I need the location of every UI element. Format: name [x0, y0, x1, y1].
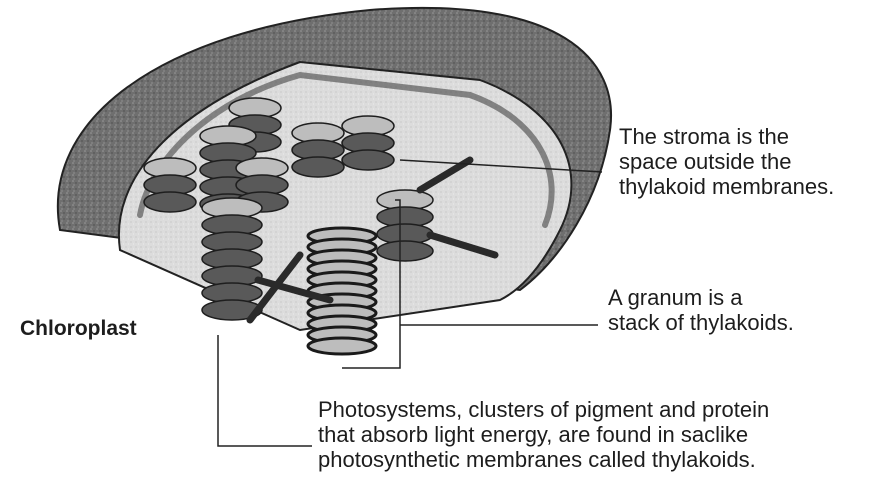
thylakoid-disc: [292, 157, 344, 177]
photosystems-callout: Photosystems, clusters of pigment and pr…: [318, 397, 769, 472]
stroma-callout: The stroma is the space outside the thyl…: [619, 124, 834, 199]
diagram-title: Chloroplast: [20, 316, 137, 341]
thylakoid-disc: [377, 241, 433, 261]
thylakoid-disc: [144, 192, 196, 212]
granum-callout: A granum is a stack of thylakoids.: [608, 285, 794, 335]
thylakoid-disc: [342, 150, 394, 170]
cutaway-thylakoid: [308, 338, 376, 354]
photosystems-pointer-line: [218, 335, 312, 446]
